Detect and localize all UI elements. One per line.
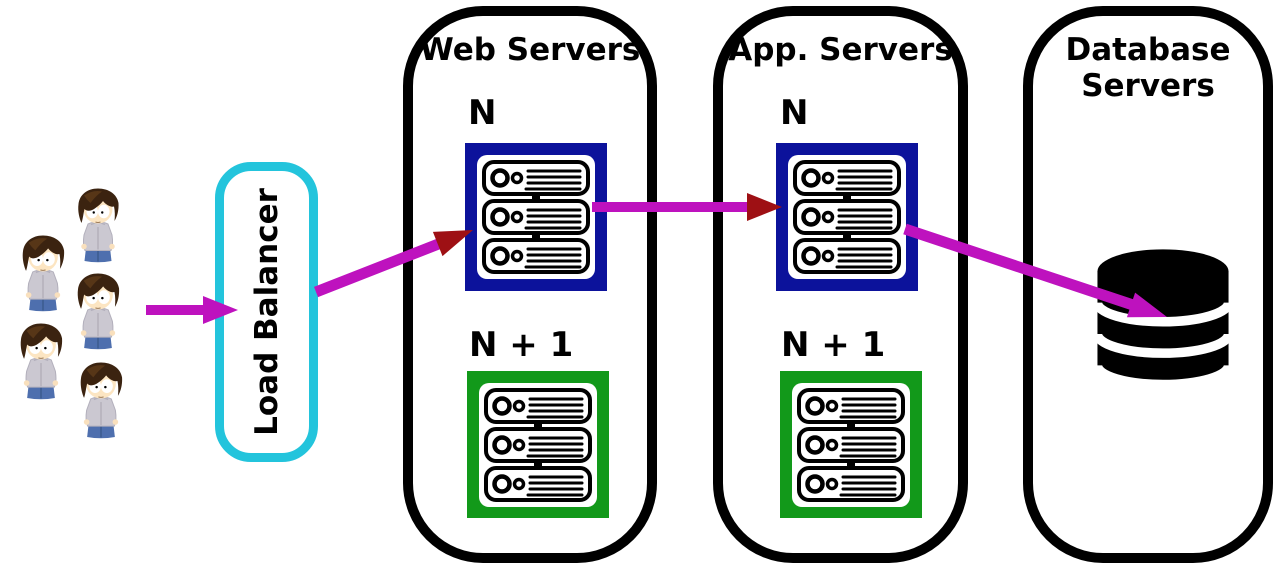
server-rack-icon	[484, 388, 592, 502]
user-avatar	[19, 323, 63, 400]
app-n-box	[776, 143, 918, 291]
web-n-box	[465, 143, 607, 291]
load-balancer-label: Load Balancer	[248, 188, 285, 436]
server-rack-icon	[482, 160, 590, 274]
database-servers-panel: Database Servers	[1023, 6, 1273, 563]
user-avatar	[77, 188, 120, 263]
app-servers-panel: App. Servers N N + 1	[713, 6, 968, 563]
database-cylinder-icon	[1089, 248, 1237, 390]
server-rack-icon	[797, 388, 905, 502]
load-balancer-node: Load Balancer	[215, 162, 318, 462]
web-servers-title: Web Servers	[419, 32, 641, 68]
app-servers-title: App. Servers	[728, 32, 953, 68]
user-avatar	[79, 362, 123, 439]
app-n-label: N	[780, 93, 809, 133]
app-n-plus-1-label: N + 1	[781, 325, 886, 365]
app-n-plus-1-box	[780, 371, 922, 518]
user-avatar	[76, 273, 120, 350]
web-n-label: N	[468, 93, 497, 133]
web-n-plus-1-label: N + 1	[469, 325, 574, 365]
users-cluster	[19, 188, 123, 439]
database-servers-title: Database Servers	[1065, 32, 1231, 104]
web-servers-panel: Web Servers N N + 1	[403, 6, 657, 563]
user-avatar	[21, 235, 65, 312]
server-rack-icon	[793, 160, 901, 274]
web-n-plus-1-box	[467, 371, 609, 518]
